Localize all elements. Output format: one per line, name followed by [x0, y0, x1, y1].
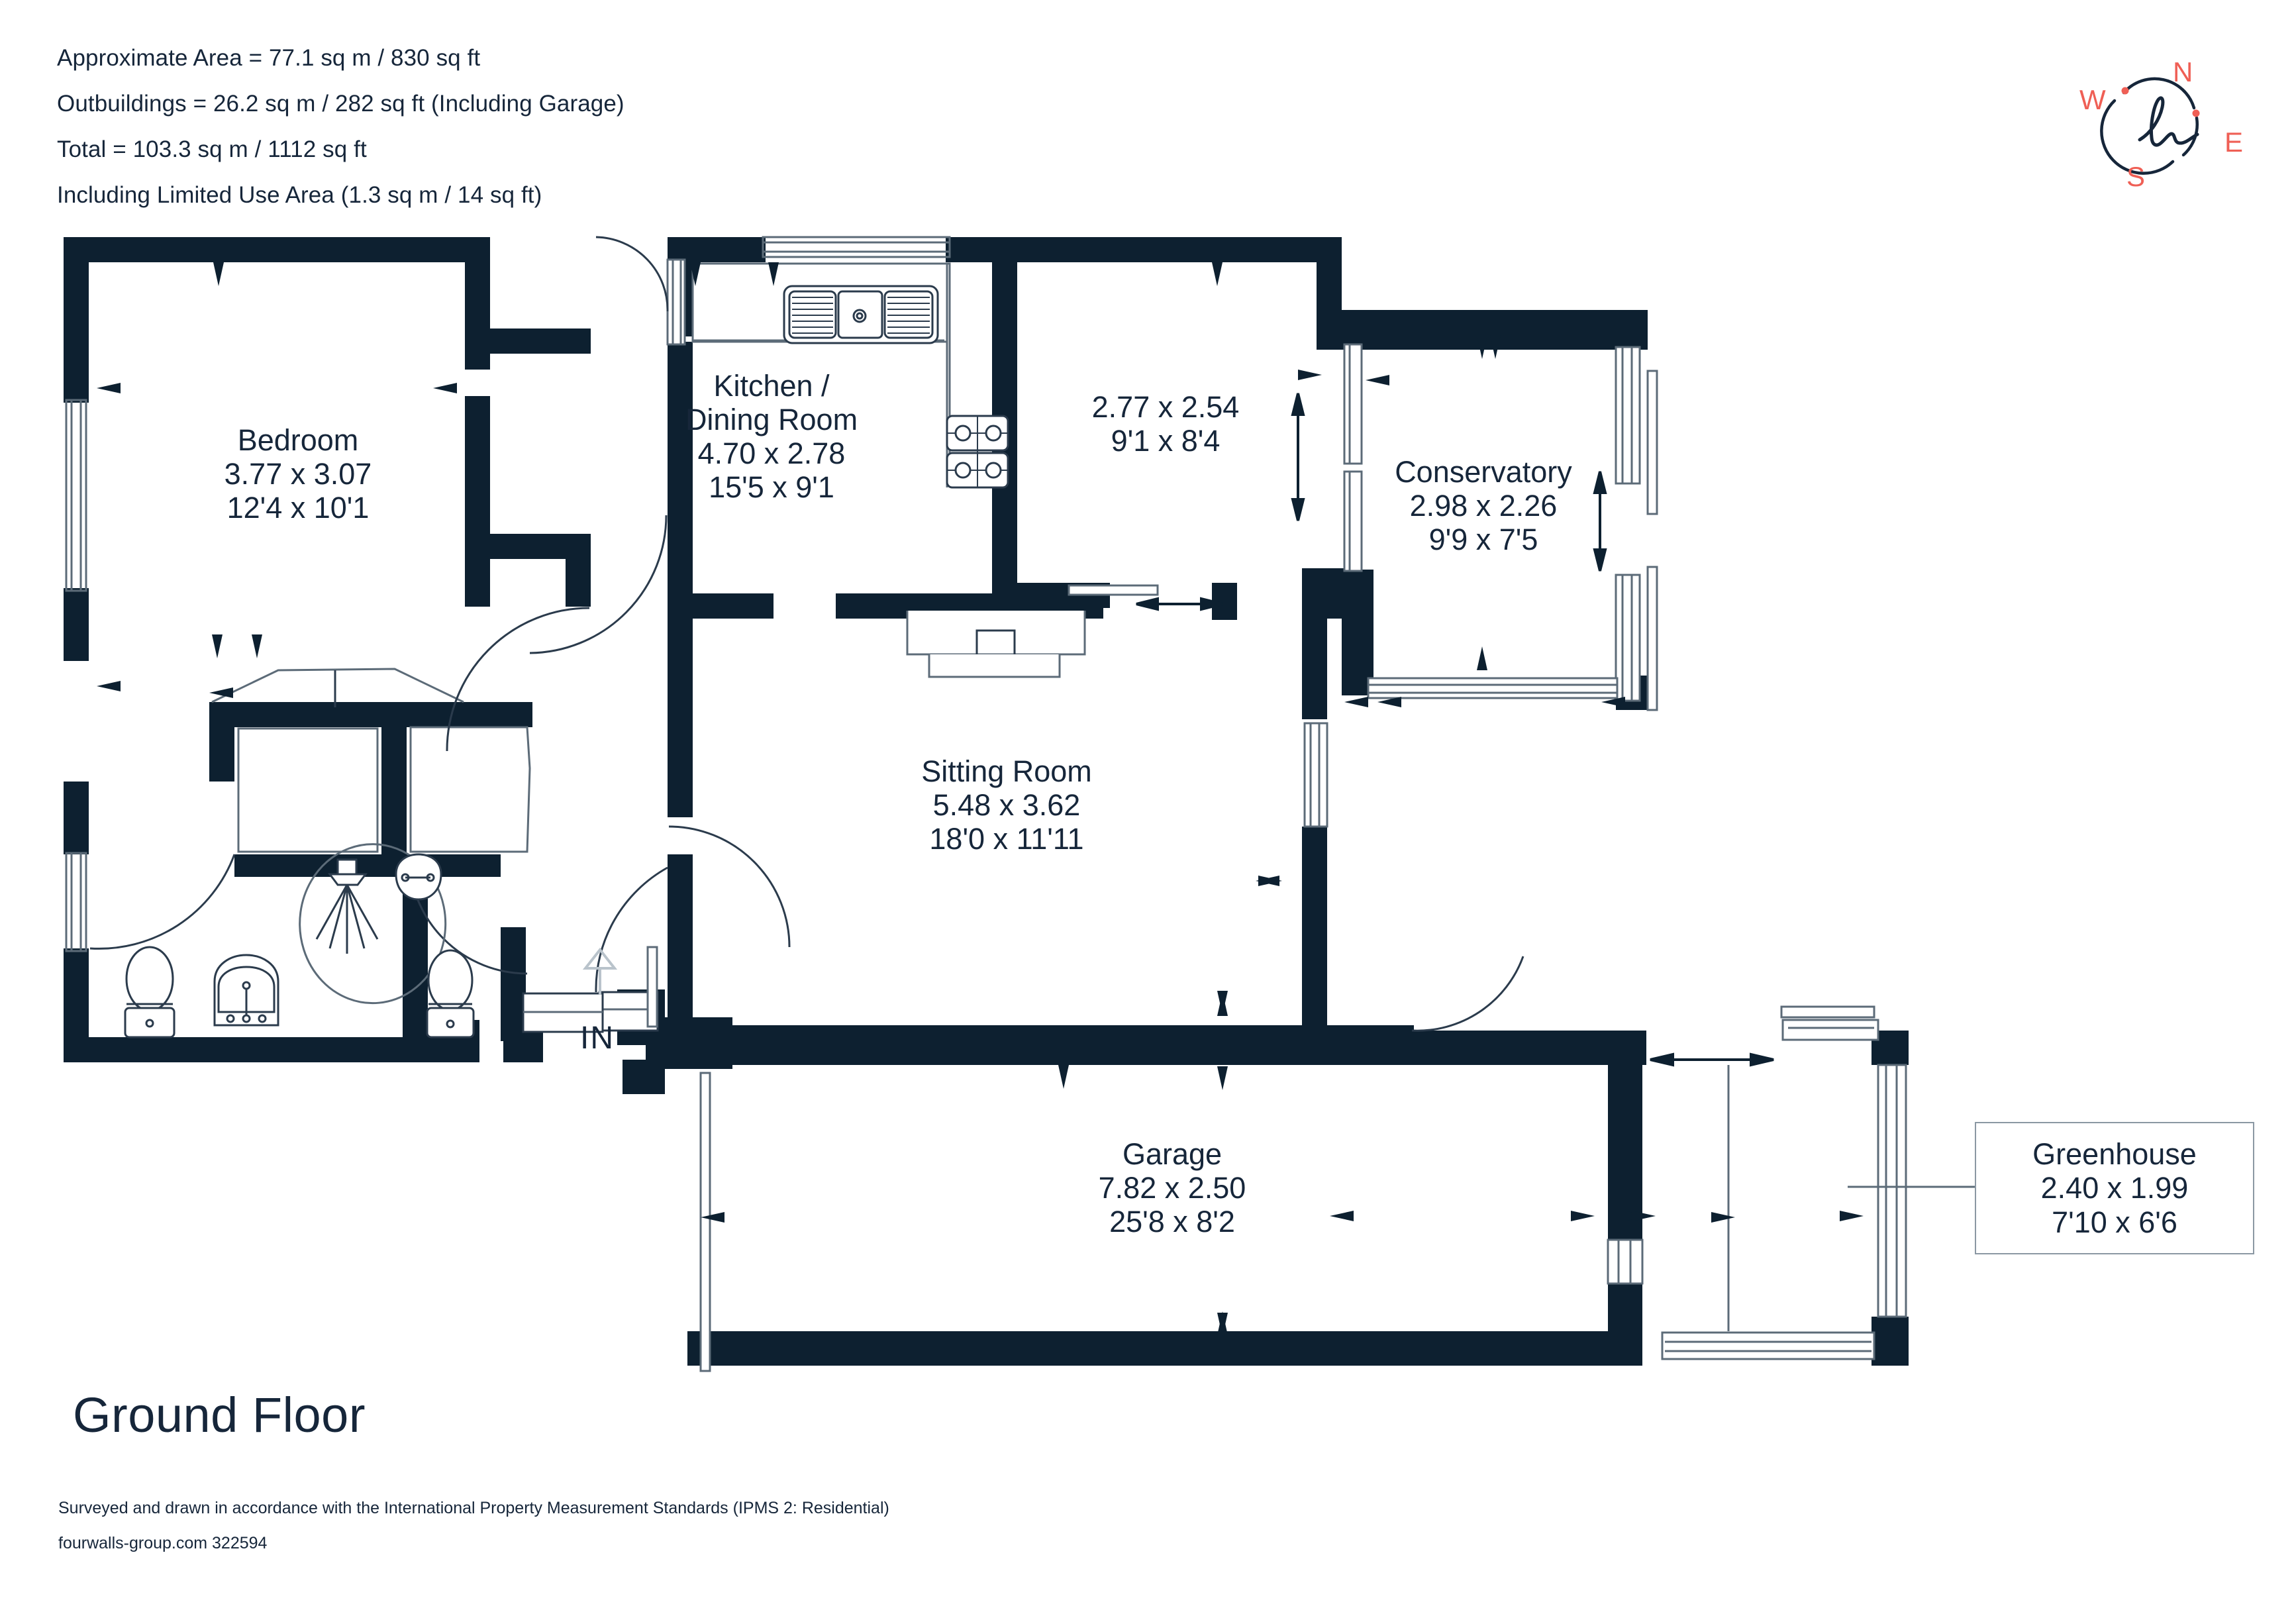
bedroom-name: Bedroom — [237, 423, 359, 457]
compass-label-west: W — [2079, 84, 2106, 115]
footer: Surveyed and drawn in accordance with th… — [58, 1500, 889, 1570]
compass-rose: N E S W — [2079, 56, 2248, 197]
sitting-room-metric: 5.48 x 3.62 — [932, 787, 1081, 822]
bedroom-metric: 3.77 x 3.07 — [224, 456, 372, 491]
room-label-garage: Garage 7.82 x 2.50 25'8 x 8'2 — [1053, 1137, 1291, 1239]
window-and-detail-lines — [65, 236, 1907, 1372]
shower-fixture — [299, 843, 447, 1005]
total-area-line: Total = 103.3 sq m / 1112 sq ft — [57, 136, 367, 162]
garage-metric: 7.82 x 2.50 — [1098, 1170, 1246, 1205]
compass-label-east: E — [2224, 126, 2244, 158]
kitchen-imperial: 15'5 x 9'1 — [709, 470, 834, 504]
conservatory-metric: 2.98 x 2.26 — [1409, 488, 1558, 523]
room-label-conservatory: Conservatory 2.98 x 2.26 9'9 x 7'5 — [1364, 455, 1603, 557]
conservatory-name: Conservatory — [1395, 455, 1572, 489]
sanitary-fixtures — [108, 853, 475, 1038]
bedroom-imperial: 12'4 x 10'1 — [226, 490, 370, 525]
kitchen-metric: 4.70 x 2.78 — [697, 436, 846, 470]
room-label-sitting-room: Sitting Room 5.48 x 3.62 18'0 x 11'11 — [874, 754, 1139, 856]
garage-imperial: 25'8 x 8'2 — [1109, 1204, 1235, 1238]
greenhouse-imperial: 7'10 x 6'6 — [2052, 1205, 2177, 1239]
unnamed-room-imperial: 9'1 x 8'4 — [1111, 423, 1221, 458]
footer-standards: Surveyed and drawn in accordance with th… — [58, 1499, 889, 1517]
greenhouse-metric: 2.40 x 1.99 — [2040, 1171, 2189, 1205]
kitchen-name-line1: Kitchen / — [713, 369, 830, 403]
sitting-room-imperial: 18'0 x 11'11 — [929, 821, 1084, 856]
room-label-kitchen-dining: Kitchen / Dining Room 4.70 x 2.78 15'5 x… — [662, 369, 881, 504]
dimension-arrows — [97, 262, 1864, 1337]
room-label-greenhouse: Greenhouse 2.40 x 1.99 7'10 x 6'6 — [1975, 1122, 2254, 1254]
area-summary: Approximate Area = 77.1 sq m / 830 sq ft… — [57, 46, 624, 229]
entrance-arrow-icon — [582, 947, 618, 995]
approximate-area-line: Approximate Area = 77.1 sq m / 830 sq ft — [57, 45, 481, 71]
conservatory-imperial: 9'9 x 7'5 — [1428, 522, 1538, 556]
double-dimension-arrows — [1136, 393, 1774, 1067]
compass-label-north: N — [2173, 56, 2193, 87]
compass-icon — [2100, 77, 2200, 175]
entrance-label: IN — [580, 1021, 615, 1056]
compass-label-south: S — [2126, 161, 2146, 192]
garage-name: Garage — [1122, 1137, 1223, 1171]
kitchen-fixtures — [783, 285, 1009, 489]
outbuildings-line: Outbuildings = 26.2 sq m / 282 sq ft (In… — [57, 91, 624, 117]
page-title: Ground Floor — [73, 1388, 366, 1442]
sitting-room-name: Sitting Room — [921, 754, 1092, 788]
unnamed-room-metric: 2.77 x 2.54 — [1091, 390, 1240, 424]
kitchen-name-line2: Dining Room — [685, 402, 858, 436]
limited-use-area-line: Including Limited Use Area (1.3 sq m / 1… — [57, 182, 542, 208]
greenhouse-name: Greenhouse — [2032, 1137, 2197, 1172]
room-label-bedroom: Bedroom 3.77 x 3.07 12'4 x 10'1 — [192, 423, 404, 525]
room-label-unnamed-room: 2.77 x 2.54 9'1 x 8'4 — [1060, 390, 1272, 458]
footer-credit: fourwalls-group.com 322594 — [58, 1534, 268, 1552]
